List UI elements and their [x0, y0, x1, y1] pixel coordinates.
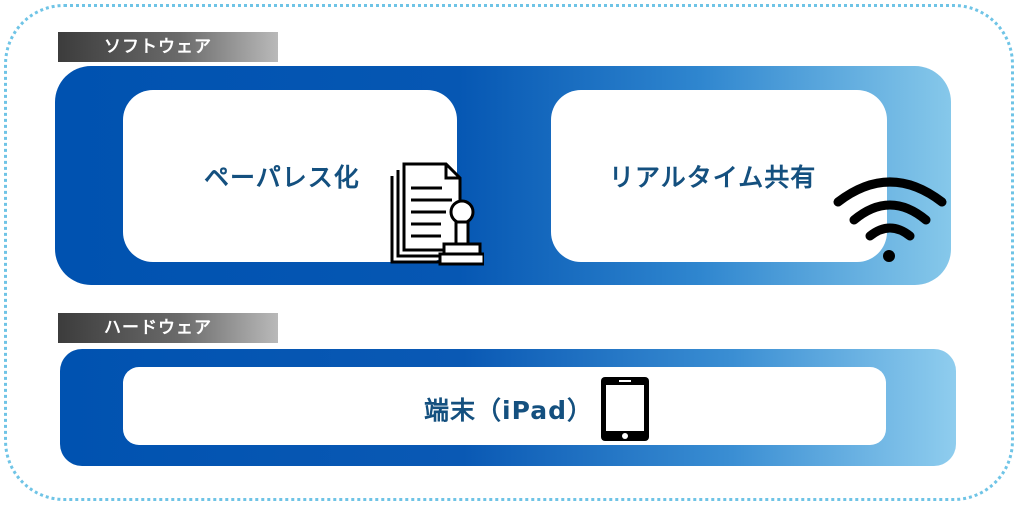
- realtime-share-card: [551, 90, 887, 262]
- outer-dotted-frame: [4, 4, 1014, 501]
- realtime-share-label: リアルタイム共有: [609, 163, 817, 192]
- hardware-section-tag: ハードウェア: [58, 313, 278, 343]
- tablet-label: 端末（iPad）: [424, 396, 593, 425]
- software-section-tag: ソフトウェア: [58, 32, 278, 62]
- document-stamp-icon: [390, 162, 484, 266]
- hardware-tag-label: ハードウェア: [104, 318, 212, 338]
- wifi-icon: [833, 177, 947, 262]
- paperless-label: ペーパレス化: [204, 163, 360, 192]
- software-tag-label: ソフトウェア: [104, 37, 212, 57]
- tablet-card: [123, 367, 886, 445]
- tablet-icon: [601, 377, 649, 441]
